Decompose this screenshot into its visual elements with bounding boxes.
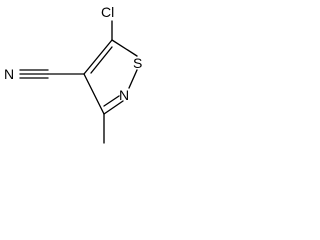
bond-c5-s [111,39,138,57]
ring-nitrogen-label: N [119,87,129,103]
bond-c3-c4 [83,73,105,115]
bond-s-n [128,69,138,89]
sulfur-label: S [133,55,142,71]
chlorine-label: Cl [101,4,114,20]
nitrile-nitrogen-label: N [4,66,14,82]
bond-n-c3-inner [103,95,120,107]
bond-c4-c5 [83,39,113,75]
bond-n-c3 [103,100,124,115]
molecule-structure: Cl S N N [4,4,142,144]
bond-c4-c5-inner [90,46,113,74]
